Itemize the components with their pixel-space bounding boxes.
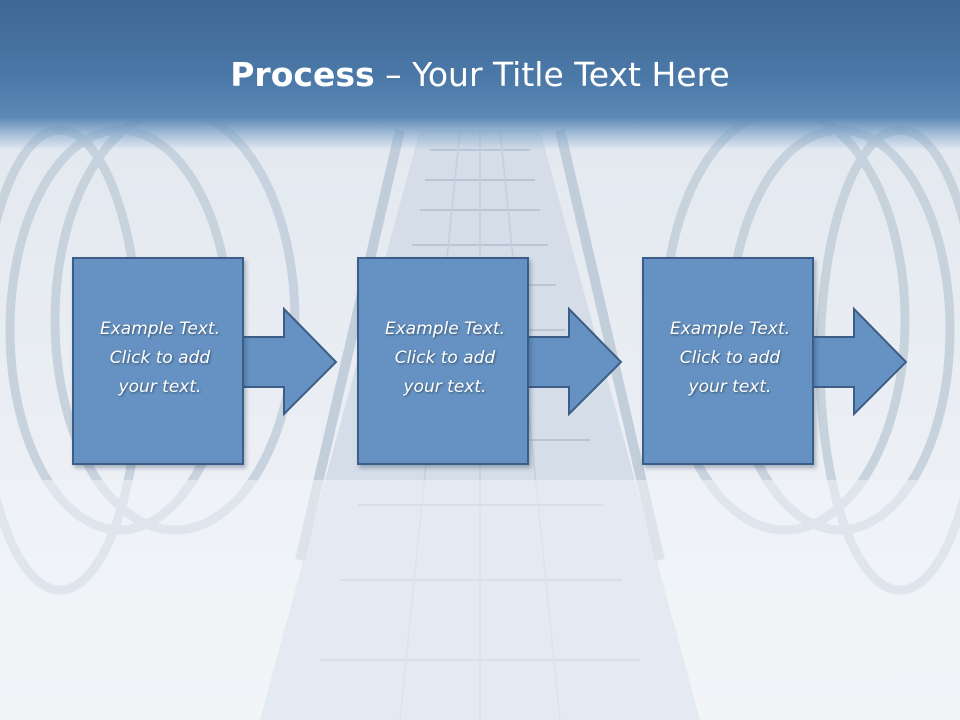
step-text-line: your text.	[403, 377, 487, 397]
title-bold-part: Process	[230, 55, 375, 94]
step-text-line: your text.	[118, 377, 202, 397]
step-text: Example Text. Click to add your text.	[74, 315, 246, 402]
step-box[interactable]: Example Text. Click to add your text.	[642, 257, 814, 465]
step-text-line: your text.	[688, 377, 772, 397]
process-step-2[interactable]: Example Text. Click to add your text.	[357, 257, 623, 467]
process-step-3[interactable]: Example Text. Click to add your text.	[642, 257, 908, 467]
step-text-line: Example Text.	[669, 319, 791, 339]
title-rest-part: – Your Title Text Here	[374, 55, 730, 94]
step-text: Example Text. Click to add your text.	[359, 315, 531, 402]
step-text-line: Click to add	[109, 348, 211, 368]
right-arrow-icon	[239, 306, 338, 417]
step-text-line: Click to add	[679, 348, 781, 368]
right-arrow-icon	[524, 306, 623, 417]
right-arrow-icon	[809, 306, 908, 417]
slide-title[interactable]: Process – Your Title Text Here	[0, 50, 960, 100]
step-text: Example Text. Click to add your text.	[644, 315, 816, 402]
process-step-1[interactable]: Example Text. Click to add your text.	[72, 257, 338, 467]
step-text-line: Click to add	[394, 348, 496, 368]
step-text-line: Example Text.	[99, 319, 221, 339]
step-box[interactable]: Example Text. Click to add your text.	[72, 257, 244, 465]
title-bar	[0, 0, 960, 150]
step-box[interactable]: Example Text. Click to add your text.	[357, 257, 529, 465]
step-text-line: Example Text.	[384, 319, 506, 339]
